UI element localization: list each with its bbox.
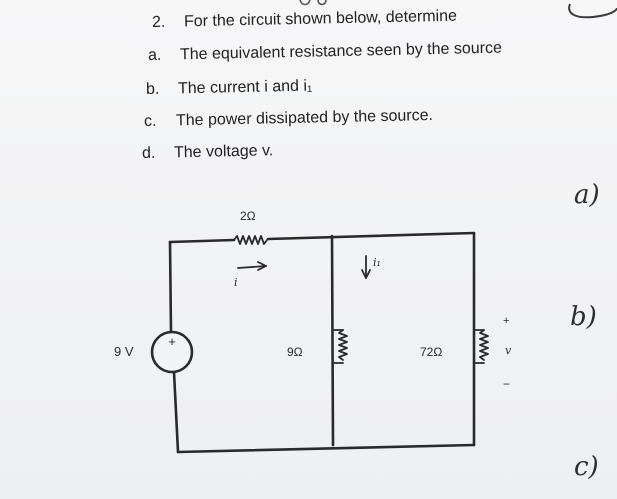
r-mid-label: 9Ω xyxy=(287,345,303,359)
wire-middle-branch xyxy=(330,234,335,447)
v-plus: + xyxy=(503,315,509,327)
handwriting-stroke xyxy=(568,3,617,19)
handwritten-a: a) xyxy=(574,180,600,210)
arrow-i xyxy=(237,265,267,269)
handwriting-stroke-top xyxy=(299,0,327,6)
wire-bottom xyxy=(176,443,476,454)
wire-top-left xyxy=(168,238,236,244)
source-label: 9 V xyxy=(114,344,134,359)
v-label: v xyxy=(505,344,512,357)
source-plus: + xyxy=(168,334,176,349)
wire-left-upper xyxy=(168,240,173,334)
wire-left-lower xyxy=(172,370,180,454)
resistor-2-ohm xyxy=(233,235,268,245)
v-minus: − xyxy=(503,377,510,391)
r-right-label: 72Ω xyxy=(420,345,442,359)
resistor-72-ohm xyxy=(479,329,489,361)
wire-top-right xyxy=(266,231,476,241)
r-series-label: 2Ω xyxy=(240,209,256,223)
handwritten-b: b) xyxy=(570,302,597,332)
resistor-9-ohm xyxy=(338,329,348,361)
voltage-source xyxy=(150,330,194,374)
current-i-label: i xyxy=(234,276,238,289)
handwritten-c: c) xyxy=(574,452,599,482)
current-i1-label: i₁ xyxy=(373,256,381,269)
